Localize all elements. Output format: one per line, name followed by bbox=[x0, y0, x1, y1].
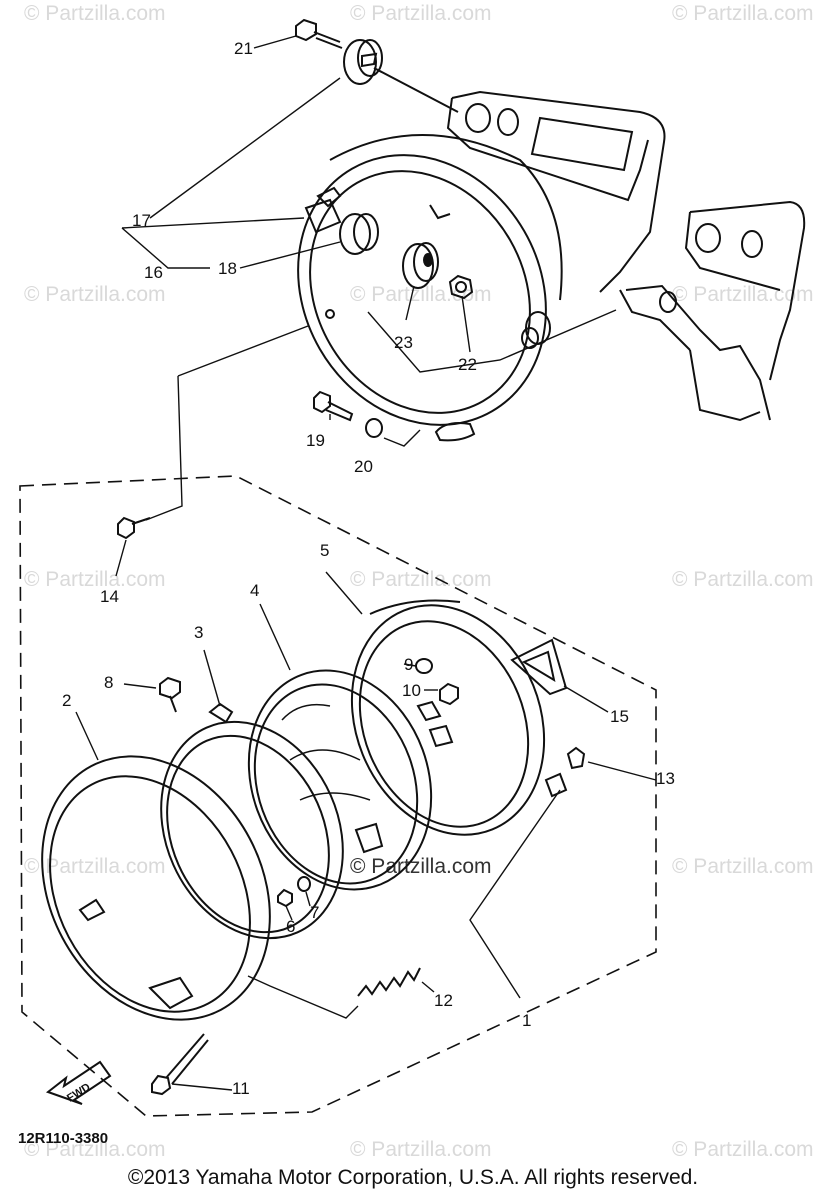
grommet-18 bbox=[339, 213, 379, 255]
callout-19: 19 bbox=[306, 431, 325, 450]
callout-13: 13 bbox=[656, 769, 675, 788]
callout-2: 2 bbox=[62, 691, 72, 710]
nut-7 bbox=[297, 876, 311, 892]
nut-10 bbox=[439, 682, 459, 706]
callout-18: 18 bbox=[218, 259, 237, 278]
callout-21: 21 bbox=[234, 39, 253, 58]
callout-1: 1 bbox=[522, 1011, 532, 1030]
headlight-body bbox=[350, 599, 568, 836]
callout-22: 22 bbox=[458, 355, 477, 374]
callout-11: 11 bbox=[232, 1079, 250, 1098]
grommet-15 bbox=[510, 638, 568, 696]
callout-14: 14 bbox=[100, 587, 119, 606]
nut-22 bbox=[448, 274, 474, 300]
assembly-boundary bbox=[19, 475, 657, 1117]
copyright-notice: ©2013 Yamaha Motor Corporation, U.S.A. A… bbox=[127, 1166, 699, 1189]
headlight-bracket bbox=[446, 90, 806, 422]
watermark: © Partzilla.com bbox=[350, 2, 492, 25]
watermark: © Partzilla.com bbox=[350, 1138, 492, 1161]
lens-unit bbox=[247, 669, 433, 891]
callout-16: 16 bbox=[144, 263, 163, 282]
forward-arrow bbox=[45, 1060, 112, 1105]
screw-6 bbox=[277, 888, 293, 908]
screw-9 bbox=[415, 658, 433, 674]
callout-6: 6 bbox=[286, 917, 296, 936]
grommet-23 bbox=[402, 242, 439, 289]
bolt-21 bbox=[295, 18, 343, 49]
callout-5: 5 bbox=[320, 541, 330, 560]
callout-8: 8 bbox=[104, 673, 114, 692]
clip-13 bbox=[566, 746, 586, 770]
callout-17: 17 bbox=[132, 211, 151, 230]
screw-8 bbox=[159, 676, 181, 713]
watermark: © Partzilla.com bbox=[672, 855, 814, 878]
watermark: © Partzilla.com bbox=[24, 2, 166, 25]
callout-9: 9 bbox=[404, 655, 414, 674]
callout-10: 10 bbox=[402, 681, 421, 700]
fwd-label: FWD bbox=[65, 1081, 93, 1104]
headlight-rim bbox=[41, 755, 271, 1021]
callout-23: 23 bbox=[394, 333, 413, 352]
watermark: © Partzilla.com bbox=[672, 568, 814, 591]
callout-12: 12 bbox=[434, 991, 453, 1010]
housing-tab bbox=[434, 422, 476, 442]
screw-14 bbox=[117, 516, 151, 540]
bolt-19 bbox=[313, 390, 354, 422]
grommet-17 bbox=[343, 39, 383, 85]
retaining-ring bbox=[160, 702, 344, 940]
watermark: © Partzilla.com bbox=[24, 855, 166, 878]
washer-20 bbox=[365, 418, 383, 438]
watermark: © Partzilla.com bbox=[24, 283, 166, 306]
callout-3: 3 bbox=[194, 623, 204, 642]
callout-20: 20 bbox=[354, 457, 373, 476]
watermark: © Partzilla.com bbox=[24, 568, 166, 591]
leader-lines bbox=[75, 35, 657, 1091]
callout-7: 7 bbox=[310, 903, 320, 922]
spring-12 bbox=[357, 967, 421, 997]
watermark: © Partzilla.com bbox=[350, 568, 492, 591]
watermark: © Partzilla.com bbox=[24, 1138, 166, 1161]
diagram-code: 12R110-3380 bbox=[18, 1130, 109, 1147]
callout-15: 15 bbox=[610, 707, 629, 726]
callout-4: 4 bbox=[250, 581, 260, 600]
screw-11 bbox=[151, 1033, 209, 1096]
headlight-housing bbox=[297, 134, 563, 426]
watermark: © Partzilla.com bbox=[672, 1138, 814, 1161]
watermark: © Partzilla.com bbox=[672, 2, 814, 25]
